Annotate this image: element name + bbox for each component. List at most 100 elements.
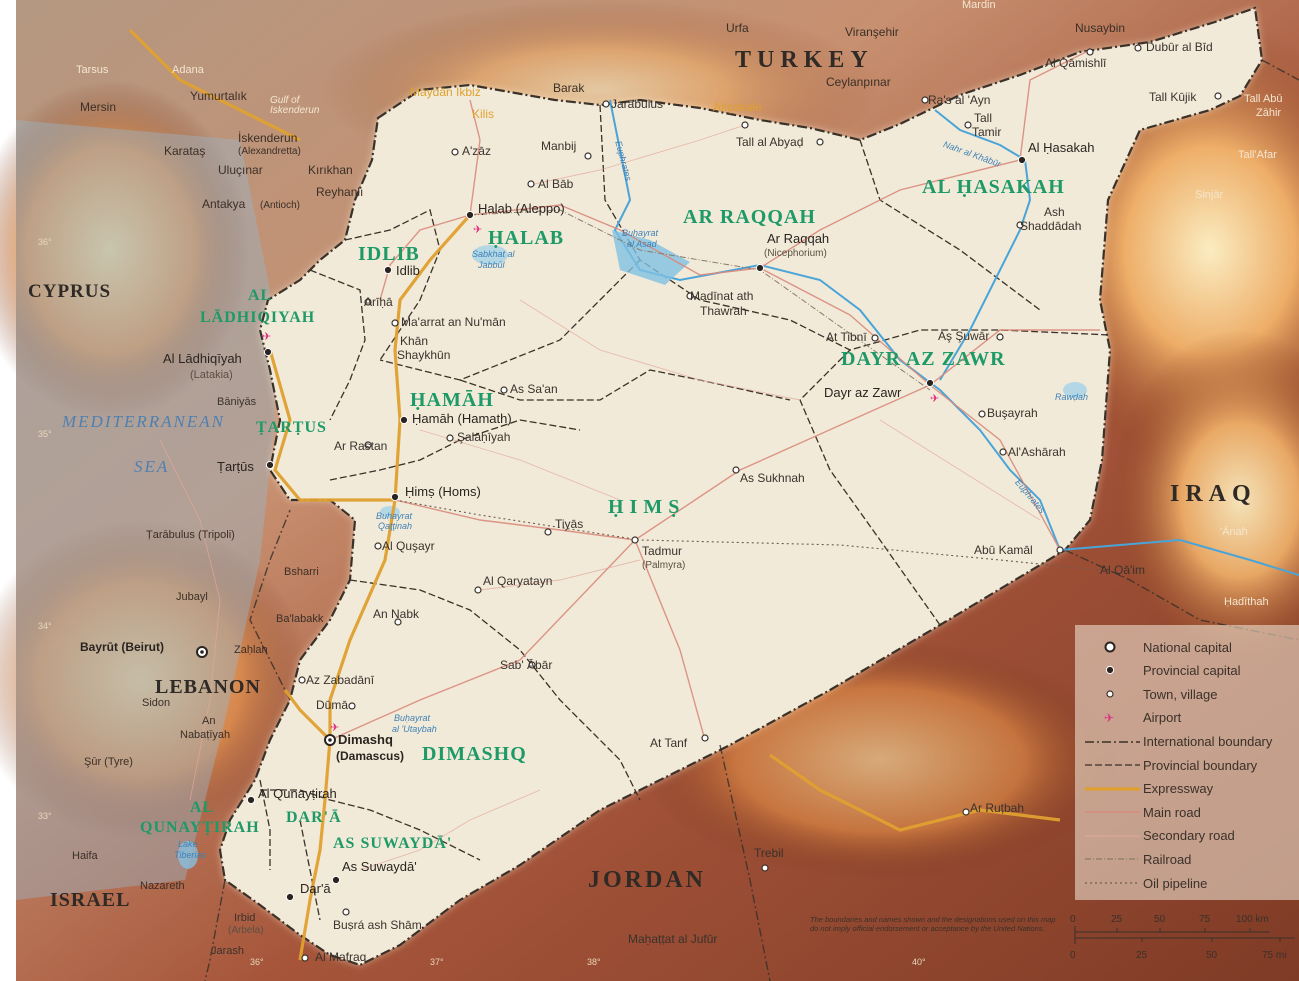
lake-tiberias: [178, 841, 198, 869]
scale-mi-0: 0: [1070, 950, 1076, 961]
town-marker: [686, 292, 694, 300]
gov-qunaytirah: QUNAYṬIRAH: [140, 819, 260, 836]
grid-lon-38: 38°: [587, 957, 601, 967]
city-homs: Ḥimṣ (Homs): [405, 484, 481, 499]
boundary-dimashq-hims: [349, 579, 641, 801]
town-shaddadah: Shaddādah: [1020, 219, 1082, 233]
town-marker: [732, 466, 740, 474]
grid-lon-37: 37°: [430, 957, 444, 967]
city-idlib: Idlib: [396, 263, 420, 278]
label-gulf: Gulf of Iskenderun: [270, 95, 320, 116]
town-shaykhun: Shaykhūn: [397, 348, 451, 362]
town-marker: [871, 334, 879, 342]
town-tarabulus: Ṭarābulus (Tripoli): [146, 529, 235, 541]
town-azaz: A'zāz: [462, 144, 491, 158]
expressway-m5: [328, 213, 472, 740]
boundary-ladhiqiyah: [309, 269, 366, 421]
town-marker: [451, 148, 459, 156]
town-marker: [544, 528, 552, 536]
city-damascus: Dimashq: [338, 732, 393, 747]
road-secondary: [529, 124, 746, 186]
boundary-hims-north: [329, 419, 581, 481]
town-an: An: [202, 715, 216, 727]
legend-disclaimer: The boundaries and names shown and the d…: [810, 915, 1056, 933]
town-zahir: Zāhir: [1256, 107, 1282, 119]
town-kilis: Kilis: [472, 107, 495, 121]
grid-lon-40: 40°: [912, 957, 926, 967]
town-marker: [391, 319, 399, 327]
town-sukhnah: As Sukhnah: [740, 471, 805, 485]
road-hasakah-qamishli: [1019, 49, 1091, 161]
town-marker: [301, 954, 309, 962]
boundary-dayr-hims: [799, 349, 941, 626]
fire-glow: [0, 520, 310, 840]
town-maydan: Maydān Ikbiz: [410, 85, 481, 99]
water-uthaybah-2: al 'Utaybah: [392, 724, 437, 734]
town-marker: [1214, 92, 1222, 100]
town-anah: 'Ānah: [1220, 526, 1248, 538]
city-latakia: Al Lādhiqīyah: [163, 351, 242, 366]
secondary-roads: [159, 124, 1041, 871]
town-urfa: Urfa: [726, 21, 749, 35]
provincial-capital-marker: [265, 460, 275, 470]
town-mafraq: Al Mafraq: [315, 950, 367, 964]
town-marker: [631, 536, 639, 544]
label-turkey: TURKEY: [735, 47, 874, 73]
fire-glow: [1110, 330, 1299, 670]
water-rawdah: Rawḍah: [1055, 392, 1089, 402]
town-tibni: At Tibnī: [826, 330, 867, 344]
boundary-turkey-iraq: [1261, 59, 1299, 81]
khabur-river: [934, 109, 1032, 381]
city-aleppo: Ḥalab (Aleppo): [478, 201, 565, 216]
town-palmyra: (Palmyra): [642, 560, 686, 571]
town-qaim: Al Qā'im: [1100, 563, 1145, 577]
boundary-hamah-south: [459, 369, 791, 401]
town-tall: Tall: [974, 111, 993, 125]
town-marker: [999, 448, 1007, 456]
boundary-halab-south: [379, 259, 641, 381]
town-mahattat: Maḥaṭṭat al Jufūr: [628, 932, 718, 946]
city-hasakah: Al Ḥasakah: [1028, 140, 1095, 155]
lake-assad: [612, 230, 690, 285]
boundary-idlib: [344, 209, 441, 361]
town-marker: [921, 96, 929, 104]
town-maarrat: Ma'arrat an Nu'mān: [401, 315, 506, 329]
town-sinjar: Sinjār: [1195, 189, 1224, 201]
town-marker: [996, 333, 1004, 341]
town-as-saan: As Sa'an: [510, 382, 558, 396]
gov-tartus: ṬARṬUS: [256, 419, 327, 436]
water-uthaybah-1: Buḥayrat: [394, 713, 431, 723]
city-markers: ✈ ✈ ✈ ✈: [196, 44, 1222, 962]
town-bsharri: Bsharri: [284, 566, 319, 578]
town-jubayl: Jubayl: [176, 591, 208, 603]
town-akcakale: Akçakale: [713, 100, 762, 114]
town-tall-afar: Tall'Afar: [1238, 149, 1277, 161]
road-raqqah-hasakah: [759, 159, 1021, 269]
rivers: [609, 99, 1299, 576]
boundary-lebanon: [249, 509, 291, 701]
city-raqqah: Ar Raqqah: [767, 231, 830, 246]
town-manbij: Manbij: [541, 139, 577, 153]
town-marker: [374, 542, 382, 550]
label-israel: ISRAEL: [50, 889, 131, 911]
town-dubur: Dubūr al Bīd: [1146, 40, 1213, 54]
town-marker: [394, 618, 402, 626]
town-viransehir: Viranşehir: [845, 25, 899, 39]
town-duma: Dūmā: [316, 698, 349, 712]
town-at-tanf: At Tanf: [650, 736, 688, 750]
airport-icon: ✈: [930, 393, 939, 405]
grid-lat-33: 33°: [38, 811, 52, 821]
expressway-turkey: [128, 28, 301, 142]
town-nabatiyah: Nabaṭīyah: [180, 729, 231, 741]
city-dayr: Dayr az Zawr: [824, 385, 902, 400]
town-tall-kujik: Tall Kūjik: [1149, 90, 1197, 104]
gov-al-hasakah: AL ḤASAKAH: [922, 176, 1065, 198]
town-adana: Adana: [172, 64, 204, 76]
legend-airport: Airport: [1143, 710, 1182, 725]
town-sidon: Sidon: [142, 697, 171, 709]
town-busra: Buṣrá ash Shām: [333, 918, 422, 932]
lake-jabbul: [472, 245, 508, 265]
town-ariha: Arīḥā: [364, 295, 393, 309]
